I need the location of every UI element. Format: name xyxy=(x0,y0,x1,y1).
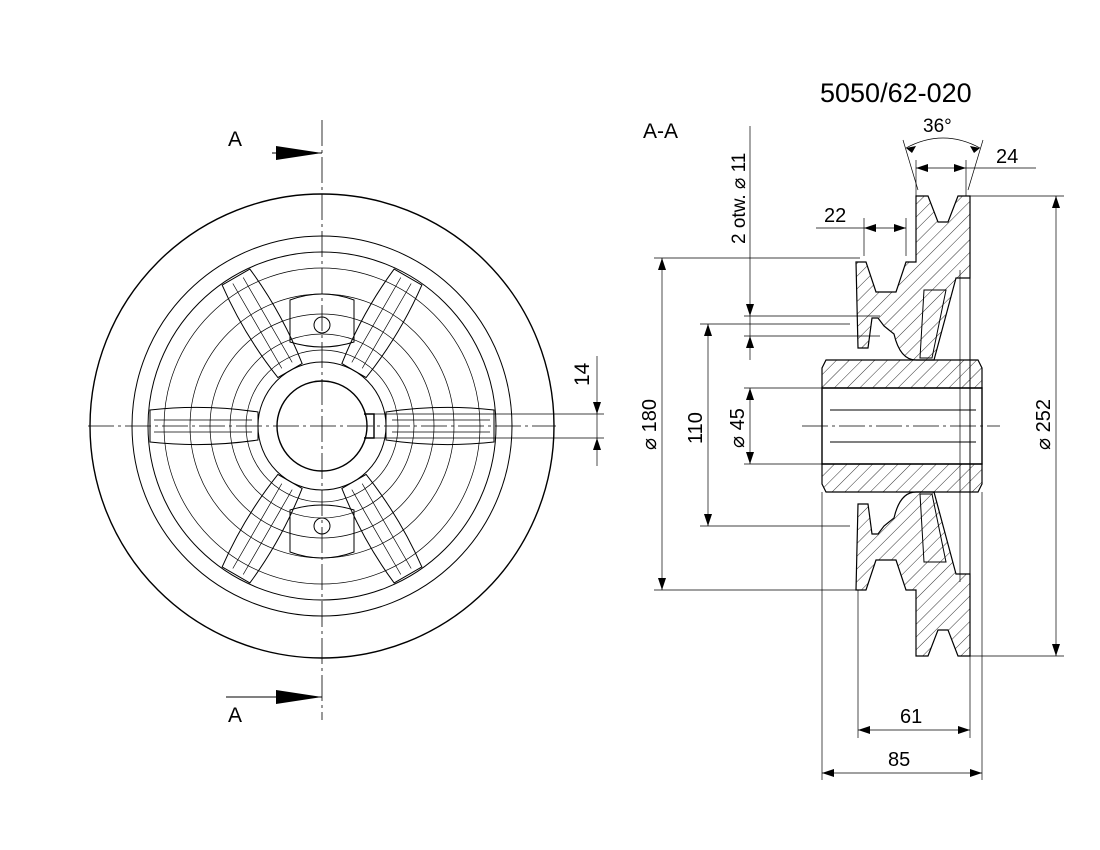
dim-small-groove-label: 22 xyxy=(824,205,846,227)
keyway xyxy=(364,413,375,439)
dim-keyway-width: 14 xyxy=(374,356,604,466)
hub-section-lower xyxy=(821,463,983,493)
hole-top xyxy=(289,293,355,348)
dim-small-groove: 22 xyxy=(816,205,907,256)
dim-flange-diameter-label: ⌀ 180 xyxy=(639,399,661,450)
front-view: A A 14 xyxy=(88,120,604,727)
section-arrow-top xyxy=(276,146,322,160)
dim-outer-diameter-label: ⌀ 252 xyxy=(1033,399,1055,450)
part-number: 5050/62-020 xyxy=(820,78,972,108)
dim-hole-pitch: 110 xyxy=(685,323,850,527)
section-view: A-A 5050/62-020 36° xyxy=(639,78,1064,780)
bore-section xyxy=(821,387,983,465)
cut-marker-bottom-label: A xyxy=(228,704,242,727)
dim-bore-diameter-label: ⌀ 45 xyxy=(727,408,749,448)
dim-width-85-label: 85 xyxy=(888,749,910,771)
rim-section-lower xyxy=(855,491,971,657)
dim-groove-width-label: 24 xyxy=(996,146,1018,168)
spoke-profile-upper xyxy=(919,289,947,359)
spoke-240 xyxy=(221,268,303,379)
spokes xyxy=(149,268,495,584)
groove-circle xyxy=(147,251,497,601)
dim-groove-angle: 36° xyxy=(902,116,984,191)
spoke-120 xyxy=(221,473,303,584)
hole-bottom xyxy=(289,504,355,559)
dim-width-61-label: 61 xyxy=(900,706,922,728)
section-arrow-bottom xyxy=(276,690,322,704)
spoke-180 xyxy=(149,406,259,446)
dim-keyway-width-label: 14 xyxy=(571,362,594,386)
rib-circle-4 xyxy=(245,349,399,503)
section-marker-top: A xyxy=(228,128,322,160)
spoke-0 xyxy=(385,406,495,446)
hub-section-upper xyxy=(821,359,983,389)
cut-marker-top-label: A xyxy=(228,128,242,151)
spoke-60 xyxy=(341,473,423,584)
rim-inner-circle xyxy=(131,235,513,617)
section-title: A-A xyxy=(643,120,678,143)
dim-width-61: 61 xyxy=(857,590,971,738)
dim-outer-diameter: ⌀ 252 xyxy=(970,195,1064,657)
section-marker-bottom: A xyxy=(226,690,322,727)
dim-hole-pitch-label: 110 xyxy=(685,412,707,444)
bore-circle xyxy=(276,380,368,472)
dim-width-85: 85 xyxy=(821,492,983,780)
dim-bore-diameter: ⌀ 45 xyxy=(727,387,822,465)
flange-circle xyxy=(163,267,481,585)
rim-outer-circle xyxy=(89,193,555,659)
spoke-profile-lower xyxy=(919,493,947,563)
rim-section-upper xyxy=(855,195,971,361)
dim-flange-diameter: ⌀ 180 xyxy=(639,257,860,591)
dim-groove-width: 24 xyxy=(915,146,1036,196)
dim-groove-angle-label: 36° xyxy=(923,116,952,137)
rib-circle-2 xyxy=(209,313,435,539)
dim-holes-label: 2 otw. ⌀ 11 xyxy=(729,153,750,244)
spoke-300 xyxy=(341,268,423,379)
dim-holes: 2 otw. ⌀ 11 xyxy=(729,126,880,360)
